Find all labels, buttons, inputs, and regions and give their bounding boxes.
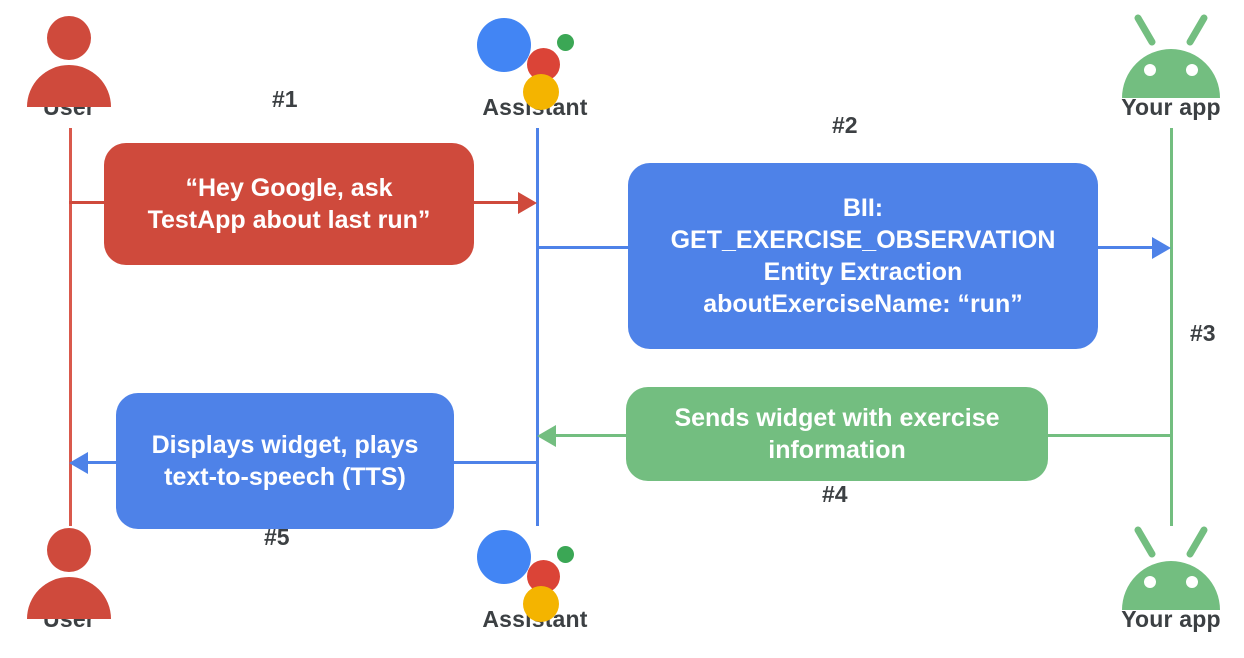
message-box-display: Displays widget, plays text-to-speech (T… xyxy=(116,393,454,529)
lifeline-your-app xyxy=(1170,128,1173,526)
step-number-2: #2 xyxy=(832,112,858,138)
user-icon-body xyxy=(27,577,111,619)
lifeline-assistant xyxy=(536,128,539,526)
arrowhead-assistant-to-your-app xyxy=(1152,237,1171,259)
actor-user-bottom: User xyxy=(0,520,144,631)
assistant-icon-blue-dot xyxy=(477,530,531,584)
step-number-3: #3 xyxy=(1190,320,1216,346)
actor-label-your-app-bottom: Your app xyxy=(1121,606,1221,632)
step-number-5: #5 xyxy=(264,524,290,550)
connector-bii-to-your-app xyxy=(1094,246,1156,249)
assistant-icon-blue-dot xyxy=(477,18,531,72)
lifeline-user xyxy=(69,128,72,526)
user-icon xyxy=(0,520,144,619)
actor-assistant-bottom: Assistant xyxy=(460,520,610,631)
arrowhead-assistant-to-user xyxy=(69,452,88,474)
user-icon-body xyxy=(27,65,111,107)
actor-assistant-top: Assistant xyxy=(460,8,610,119)
google-assistant-icon xyxy=(460,8,610,110)
android-robot-icon xyxy=(1096,520,1244,610)
message-box-utterance: “Hey Google, ask TestApp about last run” xyxy=(104,143,474,265)
user-icon-head xyxy=(47,528,91,572)
message-box-bii: BII: GET_EXERCISE_OBSERVATION Entity Ext… xyxy=(628,163,1098,349)
connector-widget-to-assistant xyxy=(556,434,628,437)
assistant-icon-yellow-dot xyxy=(523,74,559,110)
actor-your-app-bottom: Your app xyxy=(1096,520,1244,631)
message-box-widget-response: Sends widget with exercise information xyxy=(626,387,1048,481)
arrowhead-your-app-to-assistant xyxy=(537,425,556,447)
user-icon xyxy=(0,8,144,107)
android-robot-icon xyxy=(1096,8,1244,98)
assistant-icon-green-dot xyxy=(557,34,574,51)
arrowhead-user-to-assistant xyxy=(518,192,537,214)
actor-your-app-top: Your app xyxy=(1096,8,1244,119)
connector-assistant-to-bii xyxy=(536,246,646,249)
android-robot-icon-svg xyxy=(1122,526,1220,610)
user-icon-head xyxy=(47,16,91,60)
google-assistant-icon xyxy=(460,520,610,622)
connector-display-to-user xyxy=(88,461,128,464)
connector-your-app-to-widget xyxy=(1046,434,1172,437)
assistant-icon-green-dot xyxy=(557,546,574,563)
actor-user-top: User xyxy=(0,8,144,119)
actor-label-your-app-top: Your app xyxy=(1121,94,1221,120)
android-robot-icon-svg xyxy=(1122,14,1220,98)
step-number-4: #4 xyxy=(822,481,848,507)
connector-assistant-to-display xyxy=(454,461,538,464)
step-number-1: #1 xyxy=(272,86,298,112)
assistant-icon-yellow-dot xyxy=(523,586,559,622)
